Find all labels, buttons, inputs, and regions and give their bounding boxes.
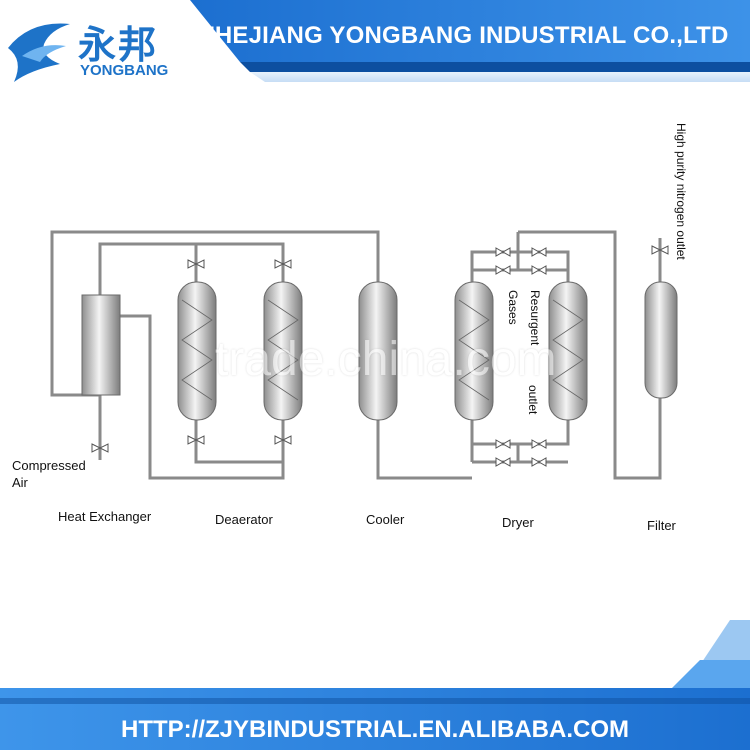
header-background	[0, 0, 750, 95]
logo-chinese-text: 永邦	[78, 23, 159, 67]
valve-icon	[651, 245, 669, 255]
footer-url[interactable]: HTTP://ZJYBINDUSTRIAL.EN.ALIBABA.COM	[121, 716, 629, 743]
dryer-vessel-2	[548, 281, 588, 421]
cooler-vessel	[358, 281, 398, 421]
label-dryer: Dryer	[502, 515, 534, 530]
logo-english-text: YONGBANG	[80, 62, 169, 79]
valve-icon	[274, 259, 292, 269]
valve-icon	[495, 439, 511, 449]
footer-banner: HTTP://ZJYBINDUSTRIAL.EN.ALIBABA.COM	[0, 620, 750, 750]
watermark-text: trade.china.com	[215, 333, 557, 386]
label-filter: Filter	[647, 518, 676, 533]
deaerator-vessel-1	[177, 281, 217, 421]
label-cooler: Cooler	[366, 512, 405, 527]
filter-vessel	[644, 281, 678, 399]
label-outlet: outlet	[526, 385, 540, 415]
footer-background	[0, 620, 750, 750]
valve-icon	[531, 265, 547, 275]
label-heat-exchanger: Heat Exchanger	[58, 509, 152, 524]
heat-exchanger-vessel	[81, 294, 121, 396]
valve-icon	[495, 247, 511, 257]
valve-icon	[495, 457, 511, 467]
valve-icon	[531, 247, 547, 257]
valve-icon	[531, 457, 547, 467]
valve-icon	[187, 435, 205, 445]
valve-icon	[531, 439, 547, 449]
deaerator-vessel-2	[263, 281, 303, 421]
flow-diagram	[50, 230, 678, 480]
header-banner: 永邦 YONGBANG ZHEJIANG YONGBANG INDUSTRIAL…	[0, 0, 750, 95]
label-compressed-air: Compressed Air	[12, 458, 86, 490]
label-deaerator: Deaerator	[215, 512, 273, 527]
valve-icon	[91, 443, 109, 453]
valve-icon	[274, 435, 292, 445]
process-diagram: Compressed Air Heat Exchanger Deaerator …	[0, 95, 750, 620]
label-gases: Gases	[506, 290, 520, 325]
valve-icons	[91, 245, 669, 467]
valve-icon	[495, 265, 511, 275]
company-name: ZHEJIANG YONGBANG INDUSTRIAL CO.,LTD	[200, 22, 729, 49]
label-nitrogen-outlet: High purity nitrogen outlet	[674, 123, 688, 260]
logo-bird-icon	[8, 23, 70, 82]
valve-icon	[187, 259, 205, 269]
pipe-network	[50, 230, 662, 480]
dryer-vessel-1	[454, 281, 494, 421]
